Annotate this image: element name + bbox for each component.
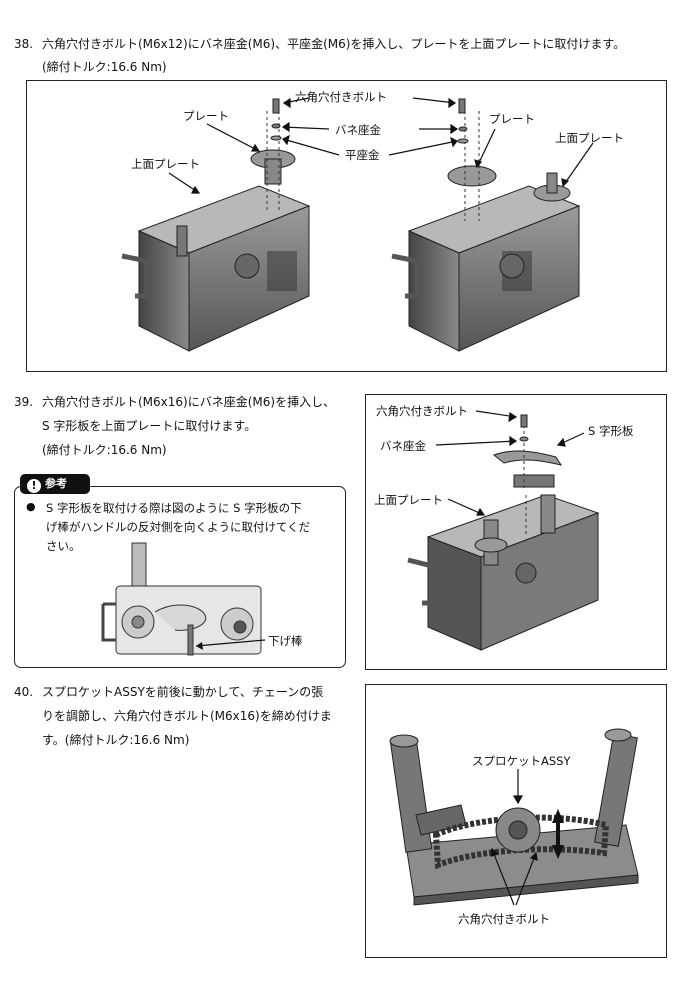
note-badge: ! 参考 (20, 474, 90, 494)
step-40-number: 40. (14, 685, 34, 699)
label-plate-left: プレート (183, 109, 229, 123)
step-40-text-line1: スプロケットASSYを前後に動かして、チェーンの張 (42, 685, 324, 699)
step-40-text-line2: りを調節し、六角穴付きボルト(M6x16)を締め付けま (42, 709, 332, 723)
label-plate-right: プレート (489, 112, 535, 126)
step-40-text-line3: す。(締付トルク:16.6 Nm) (42, 733, 190, 747)
step-39-text-line2: S 字形板を上面プレートに取付けます。 (42, 419, 257, 433)
label-flat-washer: 平座金 (345, 148, 380, 162)
figure-40-illustration (389, 728, 639, 906)
figure-38-frame: 六角穴付きボルト プレート プレート バネ座金 平座金 上面プレート 上面プレー… (26, 80, 667, 372)
label-hex-bolt-39: 六角穴付きボルト (376, 404, 468, 418)
step-38-text: 六角穴付きボルト(M6x12)にバネ座金(M6)、平座金(M6)を挿入し、プレー… (42, 37, 626, 51)
label-s-plate: S 字形板 (588, 424, 634, 438)
label-hex-bolt-40: 六角穴付きボルト (458, 912, 550, 926)
step-39-text-line1: 六角穴付きボルト(M6x16)にバネ座金(M6)を挿入し、 (42, 395, 336, 409)
figure-39-frame: 六角穴付きボルト S 字形板 バネ座金 上面プレート (365, 394, 667, 670)
figure-38-illustration (121, 97, 594, 352)
step-38-number: 38. (14, 37, 34, 51)
label-spring-washer-39: バネ座金 (380, 439, 426, 453)
note-text-line2: げ棒がハンドルの反対側を向くように取付けてくだ (46, 520, 311, 534)
machine-left (121, 98, 311, 352)
note-text-line3: さい。 (46, 539, 81, 553)
note-badge-label: 参考 (45, 477, 67, 490)
exclamation-icon: ! (27, 479, 41, 493)
step-38-torque: (締付トルク:16.6 Nm) (42, 60, 167, 74)
note-text-line1: S 字形板を取付ける際は図のように S 字形板の下 (46, 501, 302, 515)
label-hex-bolt: 六角穴付きボルト (295, 90, 387, 104)
step-39-number: 39. (14, 395, 34, 409)
label-sprocket-assy: スプロケットASSY (472, 754, 571, 768)
figure-40-frame: スプロケットASSY 六角穴付きボルト (365, 684, 667, 958)
machine-right (391, 98, 581, 352)
figure-39-illustration (407, 410, 600, 651)
step-39-torque: (締付トルク:16.6 Nm) (42, 443, 167, 457)
label-hanging-rod: 下げ棒 (268, 634, 303, 648)
label-top-plate-39: 上面プレート (374, 493, 443, 507)
label-spring-washer: バネ座金 (335, 123, 381, 137)
note-box (14, 486, 346, 668)
label-top-plate-left: 上面プレート (131, 157, 200, 171)
note-bullet: ● (26, 500, 36, 513)
label-top-plate-right: 上面プレート (555, 131, 624, 145)
